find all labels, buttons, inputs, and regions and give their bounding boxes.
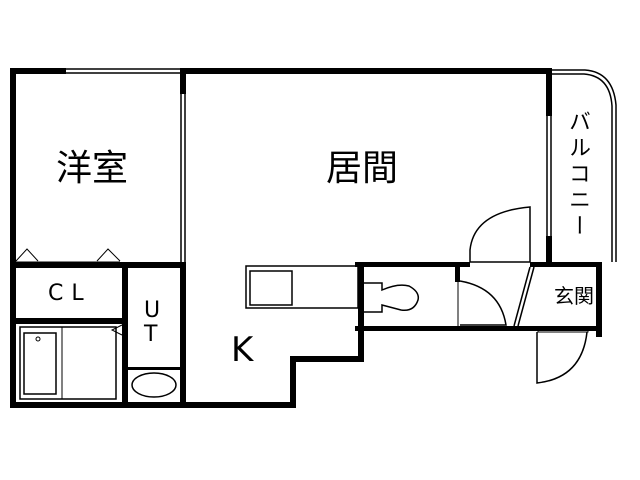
wall-mid-right2 (530, 262, 600, 267)
closet-label: CL (48, 281, 92, 306)
kitchen-label: K (231, 330, 254, 370)
wall-ut-left (122, 262, 128, 408)
wall-mid-left (10, 262, 186, 268)
entrance-label: 玄関 (554, 284, 594, 308)
wall-west-living-top (180, 68, 186, 94)
wall-kitchen-right (358, 262, 364, 362)
wall-kitchen-step (290, 356, 364, 362)
utility-label-u: U (144, 298, 161, 323)
wall-ut-basin (122, 367, 182, 370)
wall-balcony-bottom (546, 236, 552, 266)
wall-left (10, 68, 16, 408)
wall-mid-right (355, 262, 470, 267)
wall-kitchen-step-v (290, 356, 296, 408)
wall-west-living-bottom (180, 262, 186, 408)
wall-bottom-entrance (355, 326, 600, 331)
utility-label-t: T (144, 322, 158, 347)
wall-top-mid (180, 68, 380, 74)
wall-top-right (380, 68, 552, 74)
wall-cl-bottom (10, 318, 126, 324)
balcony-label: バルコニー (565, 110, 590, 240)
western-room-label: 洋室 (56, 148, 129, 189)
living-room-label: 居間 (326, 148, 399, 189)
wall-top-left (10, 68, 66, 74)
wall-bottom-left (10, 402, 296, 408)
wall-right-entrance (596, 262, 602, 337)
wall-balcony-top (546, 68, 552, 116)
